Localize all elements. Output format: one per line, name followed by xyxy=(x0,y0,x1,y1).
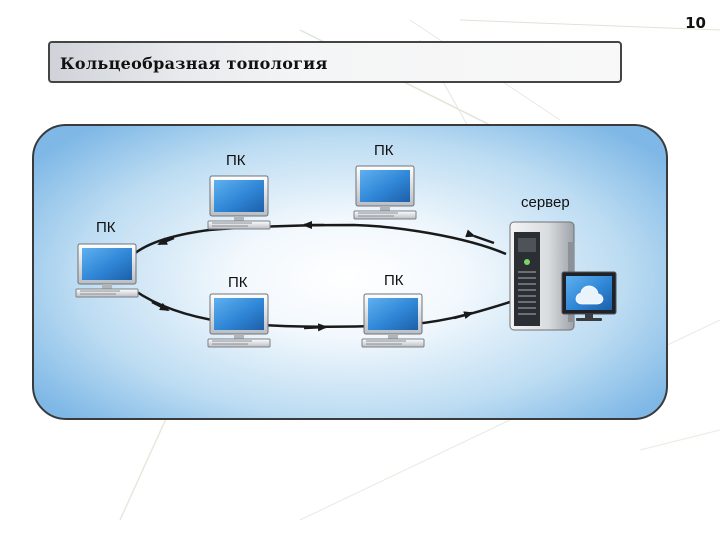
computer-icon-bottom-right xyxy=(362,294,424,347)
computer-icon-top-right xyxy=(354,166,416,219)
label-pc-top-left: ПК xyxy=(226,152,246,169)
computer-icon-top-left xyxy=(208,176,270,229)
computer-icon-bottom-left xyxy=(208,294,270,347)
ring-topology-diagram: ПК ПК ПК ПК ПК сервер xyxy=(32,124,668,420)
title-bar: Кольцеобразная топология xyxy=(48,41,622,83)
server-icon xyxy=(510,222,616,330)
page-number: 10 xyxy=(685,14,706,32)
slide-title: Кольцеобразная топология xyxy=(60,54,328,73)
ring-links xyxy=(134,225,510,328)
label-pc-bottom-right: ПК xyxy=(384,272,404,289)
label-pc-bottom-left: ПК xyxy=(228,274,248,291)
label-pc-left: ПК xyxy=(96,219,116,236)
diagram-graphics xyxy=(34,126,668,420)
label-pc-top-right: ПК xyxy=(374,142,394,159)
label-server: сервер xyxy=(521,194,570,211)
server-monitor xyxy=(562,272,616,321)
computer-icon-left xyxy=(76,244,138,297)
